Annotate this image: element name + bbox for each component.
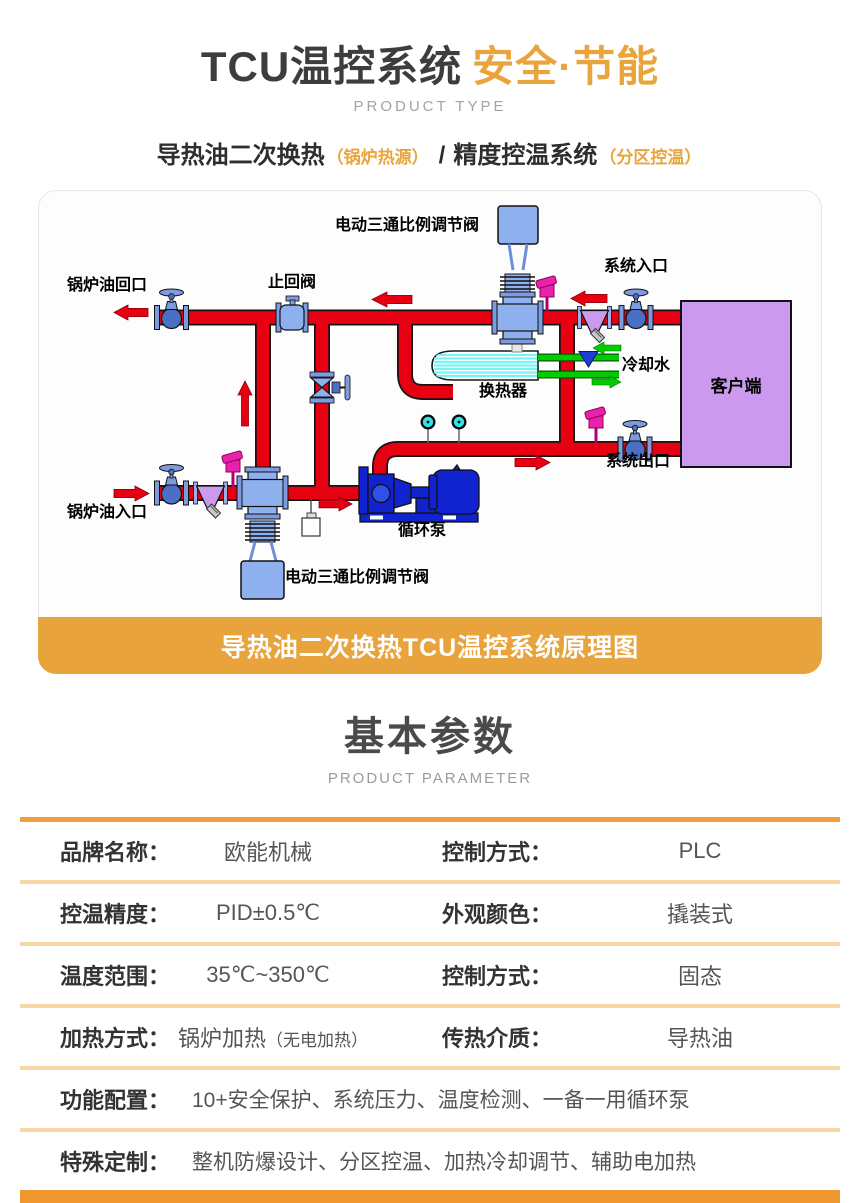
arrow-right-boiler-inlet — [113, 485, 150, 502]
row-label: 控制方式： — [442, 840, 553, 866]
table-row-heating: 加热方式： 锅炉加热（无电加热） 传热介质： 导热油 — [20, 1008, 840, 1071]
params-heading: 基本参数 — [344, 715, 516, 760]
arrow-green-out — [591, 375, 622, 389]
row-value: 撬装式 — [666, 902, 733, 928]
arrow-left-return — [113, 304, 149, 321]
piping-diagram-svg — [113, 205, 792, 600]
cooling-valve-cone — [578, 351, 599, 369]
label-system-outlet: 系统出口 — [606, 453, 671, 471]
table-top-bar — [20, 817, 840, 823]
motor-three-way-valve-bottom — [236, 466, 289, 600]
arrow-right-pump-suction — [318, 496, 353, 512]
title-accent: 安全·节能 — [472, 43, 660, 90]
label-client: 客户端 — [710, 376, 762, 396]
arrow-right-system-outlet — [514, 454, 551, 471]
flow-arrows — [113, 290, 608, 512]
row-label: 特殊定制： — [60, 1150, 171, 1176]
row-value: PID±0.5℃ — [215, 900, 321, 926]
diagram-caption: 导热油二次换热TCU温控系统原理图 — [38, 617, 822, 675]
row-value: 35℃~350℃ — [206, 962, 330, 988]
level-sensor — [301, 499, 321, 537]
circulation-pump — [358, 464, 480, 523]
arrow-green-in — [592, 341, 622, 355]
label-valve-top: 电动三通比例调节阀 — [335, 217, 480, 235]
table-row-features: 功能配置： 10+安全保护、系统压力、温度检测、一备一用循环泵 — [20, 1070, 840, 1133]
row-label: 控制方式： — [442, 964, 553, 990]
arrow-left-system-inlet — [570, 290, 608, 307]
row-value-note: （无电加热） — [266, 1031, 369, 1051]
label-boiler-oil-return: 锅炉油回口 — [67, 277, 148, 295]
row-value: 欧能机械 — [223, 840, 312, 866]
title-subtext-en: PRODUCT TYPE — [353, 98, 507, 116]
pressure-gauge-1 — [419, 413, 437, 444]
table-row-temp-range: 温度范围： 35℃~350℃ 控制方式： 固态 — [20, 946, 840, 1009]
heat-exchanger — [431, 350, 539, 381]
subtitle-part1-note: （锅炉热源） — [326, 148, 429, 168]
row-label: 温度范围： — [60, 964, 171, 990]
motor-three-way-valve-top — [491, 205, 544, 353]
row-value: 固态 — [677, 964, 722, 990]
row-value-main: 锅炉加热 — [178, 1026, 267, 1052]
client-box — [680, 300, 792, 469]
header: TCU温控系统安全·节能 PRODUCT TYPE 导热油二次换热（锅炉热源） /… — [0, 0, 860, 170]
params-heading-en: PRODUCT PARAMETER — [327, 770, 533, 788]
subtitle-part2: 精度控温系统 — [453, 142, 598, 170]
arrow-left-top-middle — [371, 291, 413, 308]
subtitle-part1: 导热油二次换热 — [156, 142, 325, 170]
check-valve — [275, 295, 309, 333]
row-value: PLC — [678, 838, 722, 864]
row-label: 加热方式： — [60, 1026, 171, 1052]
label-check-valve: 止回阀 — [268, 274, 317, 292]
pressure-gauge-2 — [450, 413, 468, 444]
row-label: 外观颜色： — [442, 902, 553, 928]
label-system-inlet: 系统入口 — [604, 258, 669, 276]
params-table: 品牌名称： 欧能机械 控制方式： PLC 控温精度： PID±0.5℃ 外观颜色… — [20, 817, 840, 1203]
params-section: 基本参数 PRODUCT PARAMETER 品牌名称： 欧能机械 控制方式： … — [0, 704, 860, 1203]
row-value: 10+安全保护、系统压力、温度检测、一备一用循环泵 — [192, 1089, 690, 1113]
row-label: 传热介质： — [442, 1026, 553, 1052]
pipes-red — [154, 311, 681, 500]
table-bottom-bar — [20, 1190, 840, 1203]
label-heat-exchanger: 换热器 — [479, 383, 528, 401]
temp-sensor-outlet — [583, 406, 607, 444]
globe-valve-boiler-return — [153, 288, 190, 331]
row-label: 品牌名称： — [60, 840, 171, 866]
globe-valve-boiler-inlet — [153, 464, 190, 506]
label-cooling-water: 冷却水 — [622, 357, 671, 375]
label-circulation-pump: 循环泵 — [398, 522, 447, 540]
label-boiler-oil-inlet: 锅炉油入口 — [67, 504, 148, 522]
table-row-custom: 特殊定制： 整机防爆设计、分区控温、加热冷却调节、辅助电加热 — [20, 1132, 840, 1190]
cooling-water-pipes — [538, 341, 622, 389]
globe-valve-system-inlet — [618, 288, 654, 331]
row-value: 导热油 — [666, 1026, 733, 1052]
row-label: 控温精度： — [60, 902, 171, 928]
row-label: 功能配置： — [60, 1088, 171, 1114]
label-valve-bottom: 电动三通比例调节阀 — [285, 569, 430, 587]
row-value: 锅炉加热（无电加热） — [178, 1021, 442, 1053]
table-row-brand: 品牌名称： 欧能机械 控制方式： PLC — [20, 822, 840, 885]
title-main: TCU温控系统 — [200, 43, 463, 90]
piping-diagram: 电动三通比例调节阀 锅炉油回口 止回阀 系统入口 冷却水 换热器 系统出口 锅炉… — [38, 190, 822, 618]
page-title: TCU温控系统安全·节能 — [0, 43, 860, 90]
arrow-up-riser — [237, 380, 253, 427]
subtitle-part2-note: （分区控温） — [599, 148, 702, 168]
subtitle: 导热油二次换热（锅炉热源） /精度控温系统（分区控温） — [0, 135, 860, 170]
table-row-precision: 控温精度： PID±0.5℃ 外观颜色： 撬装式 — [20, 884, 840, 947]
subtitle-separator: / — [438, 142, 446, 170]
row-value: 整机防爆设计、分区控温、加热冷却调节、辅助电加热 — [192, 1151, 696, 1175]
shutoff-valve-riser — [309, 371, 351, 404]
diagram-card: 电动三通比例调节阀 锅炉油回口 止回阀 系统入口 冷却水 换热器 系统出口 锅炉… — [38, 190, 822, 675]
